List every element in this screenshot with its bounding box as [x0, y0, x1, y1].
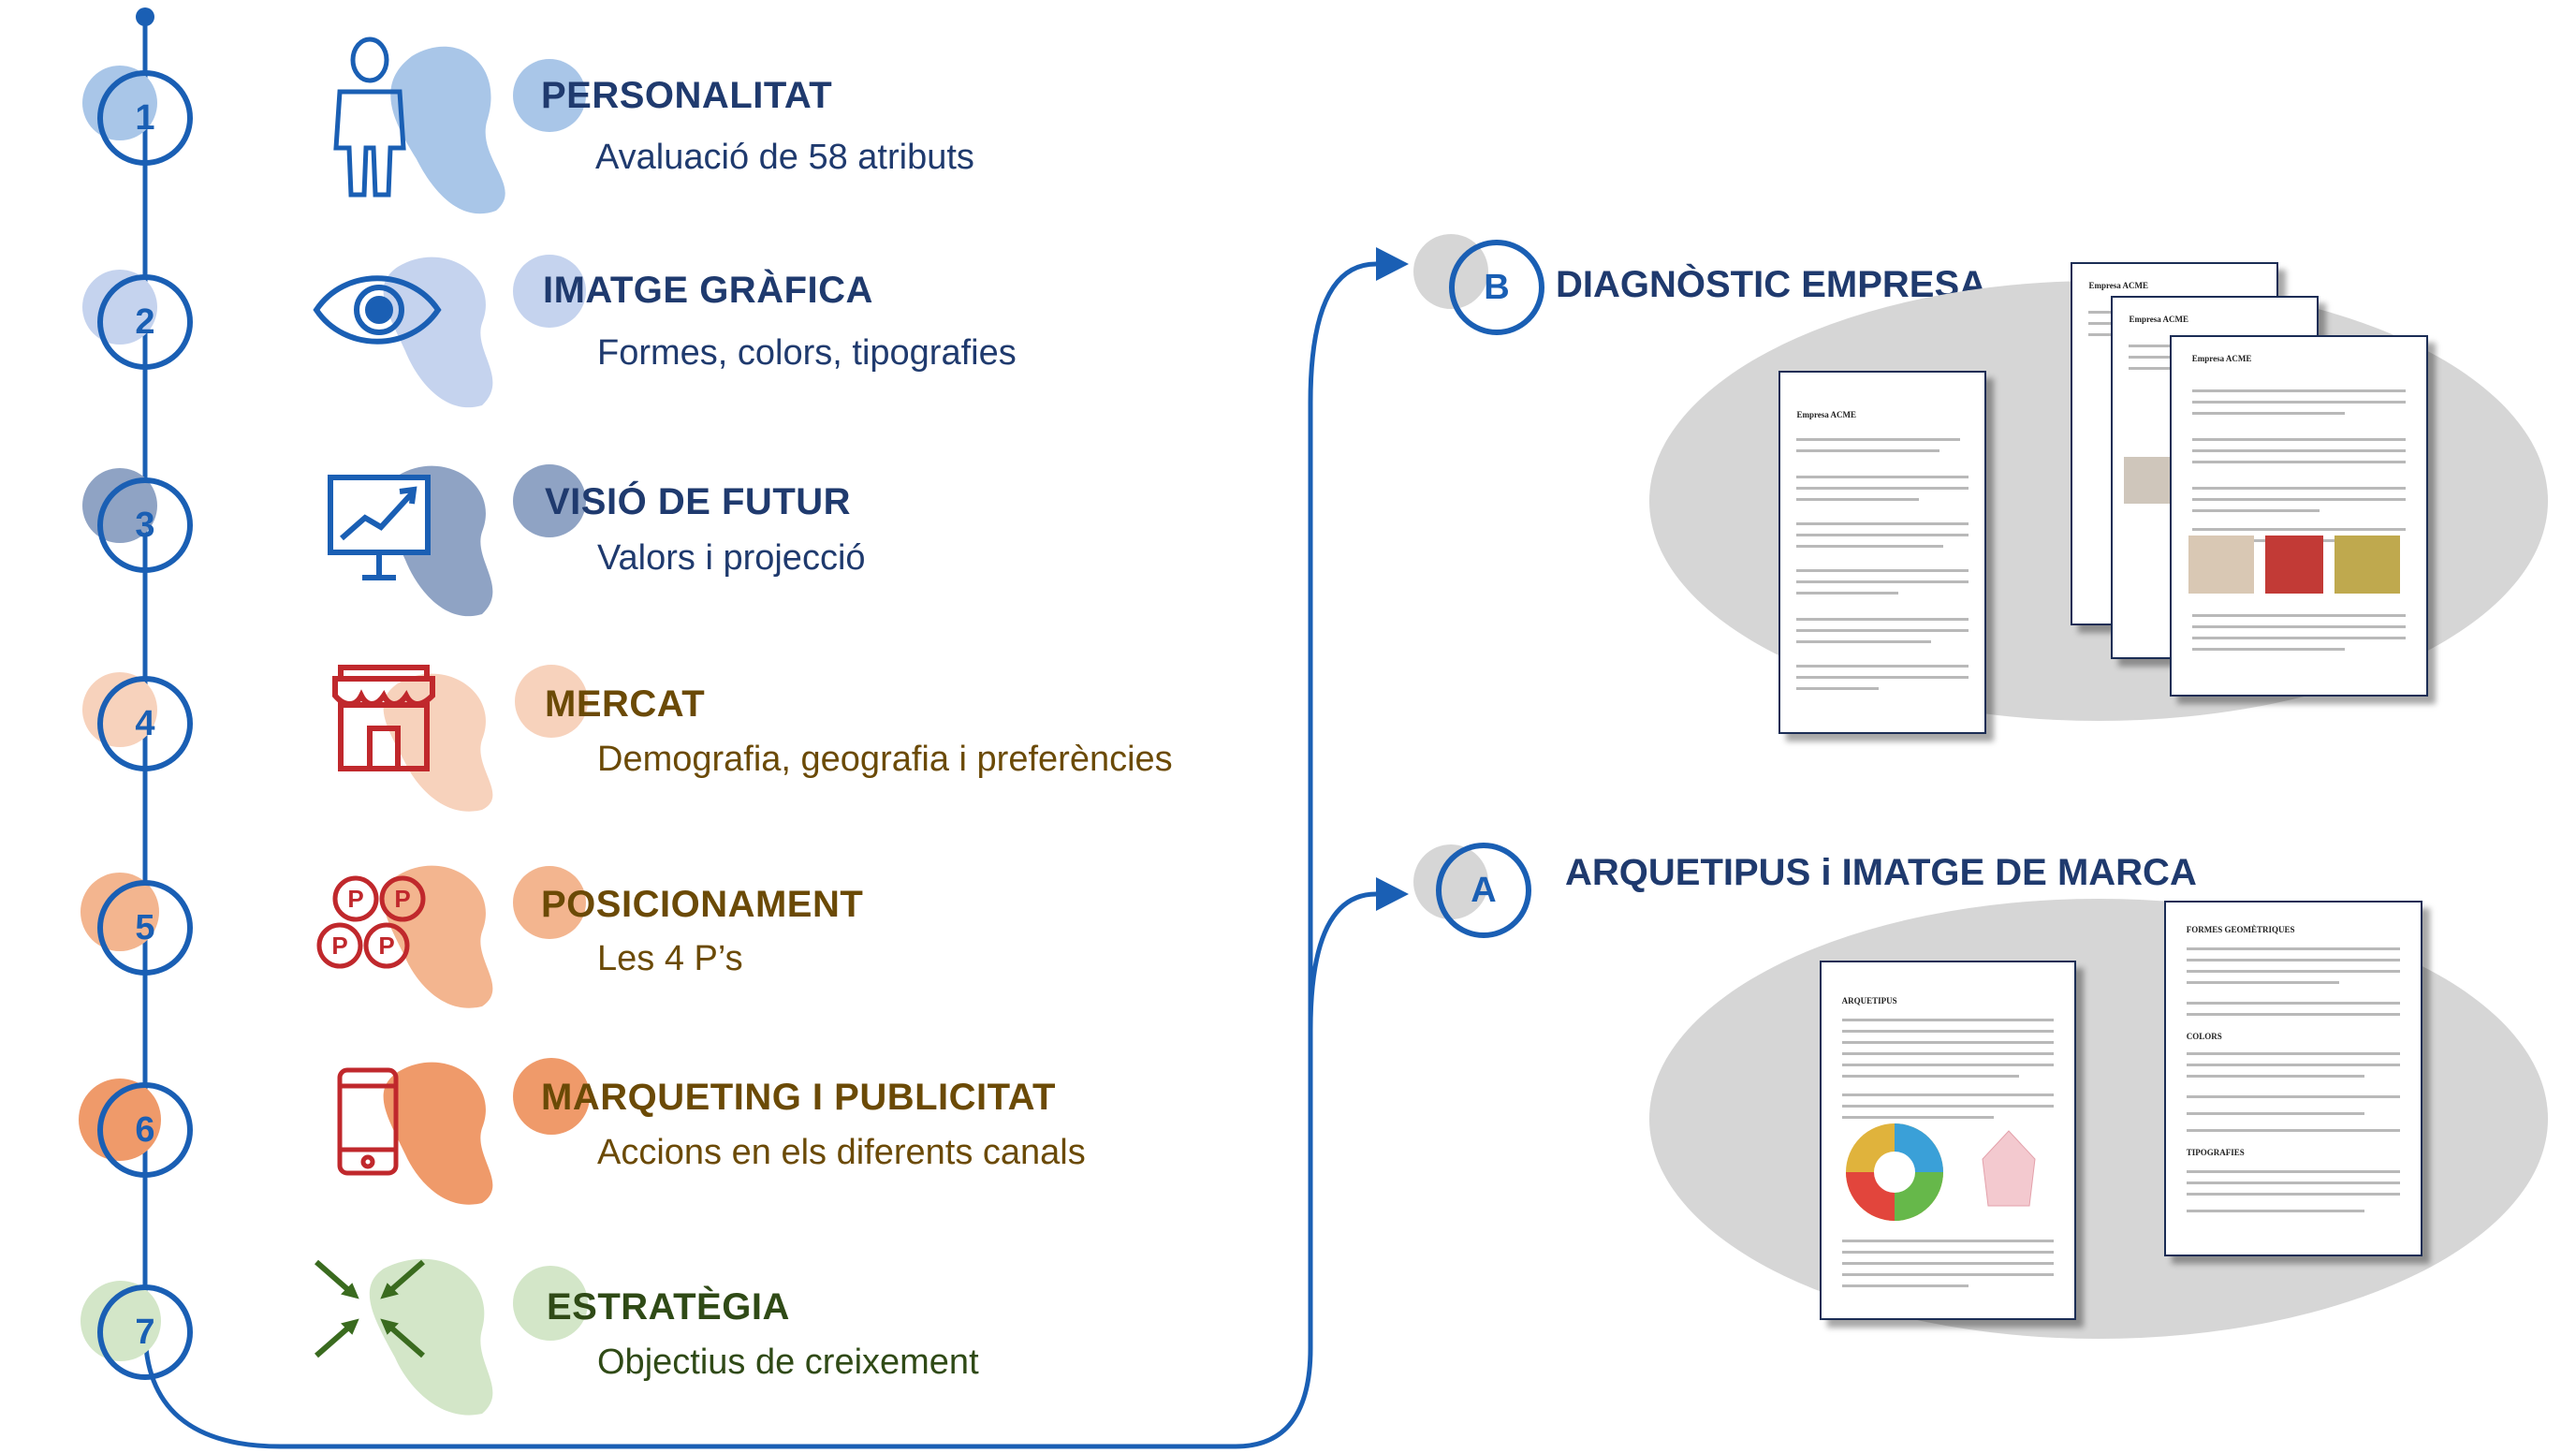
step-1-icon-blob — [390, 46, 505, 214]
step-2-number: 2 — [97, 274, 193, 370]
svg-text:P: P — [378, 932, 394, 960]
step-2-subtitle: Formes, colors, tipografies — [597, 333, 1017, 373]
step-1-title: PERSONALITAT — [541, 75, 833, 116]
document-thumbnail: Empresa ACME — [1778, 371, 1986, 734]
output-a-title: ARQUETIPUS i IMATGE DE MARCA — [1565, 852, 2197, 893]
output-b-letter: B — [1449, 240, 1544, 335]
step-3-title: VISIÓ DE FUTUR — [545, 481, 852, 522]
presentation-chart-icon — [328, 475, 431, 580]
step-2-title-dot — [513, 255, 586, 328]
step-3-title-dot — [513, 464, 586, 537]
step-6-number: 6 — [97, 1082, 193, 1178]
step-5-subtitle: Les 4 P’s — [597, 939, 743, 978]
step-4-subtitle: Demografia, geografia i preferències — [597, 740, 1173, 779]
converge-arrows-icon — [315, 1259, 425, 1358]
document-thumbnail: FORMES GEOMÈTRIQUES COLORS TIPOGRAFIES — [2164, 901, 2422, 1256]
step-6-title: MARQUETING I PUBLICITAT — [541, 1077, 1056, 1118]
connector-to-b — [142, 261, 1377, 1449]
step-5-icon-blob — [383, 865, 493, 1008]
store-icon — [332, 665, 435, 771]
person-icon — [333, 37, 406, 198]
svg-text:P: P — [347, 885, 363, 913]
step-5-title-dot — [513, 866, 586, 939]
step-7-title: ESTRATÈGIA — [547, 1286, 790, 1328]
connector-to-a — [1308, 891, 1377, 1031]
step-4-number: 4 — [97, 676, 193, 771]
smartphone-icon — [337, 1067, 399, 1176]
step-4-icon-blob — [383, 673, 493, 812]
document-thumbnail: ARQUETIPUS — [1820, 961, 2076, 1320]
step-1-number: 1 — [97, 70, 193, 166]
arrow-head-b — [1376, 247, 1409, 281]
eye-icon — [313, 275, 442, 345]
svg-text:P: P — [331, 932, 347, 960]
step-5-number: 5 — [97, 880, 193, 976]
step-4-title: MERCAT — [545, 683, 706, 725]
step-7-icon-blob — [369, 1258, 493, 1416]
step-7-title-dot — [513, 1266, 588, 1341]
step-3-subtitle: Valors i projecció — [597, 538, 866, 578]
step-2-icon-blob — [383, 257, 493, 408]
step-6-icon-blob — [383, 1062, 493, 1205]
step-4-title-dot — [515, 665, 588, 738]
step-6-subtitle: Accions en els diferents canals — [597, 1133, 1086, 1172]
output-a-letter: A — [1436, 843, 1531, 938]
step-1-subtitle: Avaluació de 58 atributs — [595, 138, 974, 177]
step-5-title: POSICIONAMENT — [541, 884, 864, 925]
svg-text:P: P — [394, 885, 410, 913]
step-7-number: 7 — [97, 1284, 193, 1380]
document-thumbnail: Empresa ACME — [2170, 335, 2428, 697]
step-6-title-dot — [513, 1058, 590, 1135]
step-2-title: IMATGE GRÀFICA — [543, 270, 873, 311]
step-1-title-dot — [513, 59, 586, 132]
step-3-number: 3 — [97, 477, 193, 573]
output-b-title: DIAGNÒSTIC EMPRESA — [1556, 264, 1987, 305]
arrow-head-a — [1376, 877, 1409, 911]
step-7-subtitle: Objectius de creixement — [597, 1343, 979, 1382]
